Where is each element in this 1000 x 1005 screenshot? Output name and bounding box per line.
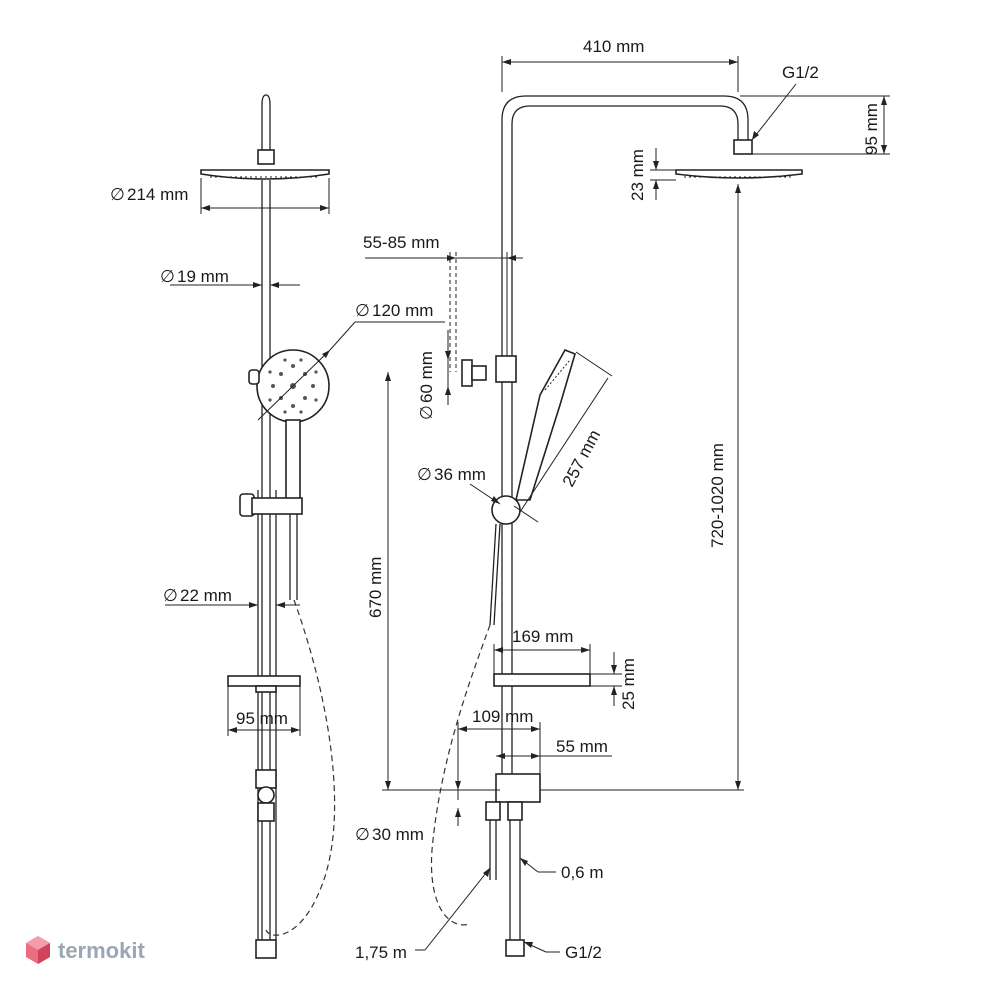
label-d30: 30 mm	[372, 825, 424, 844]
label-w109: 109 mm	[472, 707, 533, 726]
dia-symbol: ∅	[110, 185, 125, 204]
label-w410: 410 mm	[583, 37, 644, 56]
svg-text:∅: ∅	[417, 465, 432, 484]
side-shelf	[493, 673, 591, 687]
front-labels: ∅ 214 mm ∅ 19 mm ∅ 120 mm ∅ 22 mm 95 mm	[110, 185, 433, 728]
brand-logo: termokit	[26, 936, 145, 964]
svg-text:∅: ∅	[355, 825, 370, 844]
label-g12-bottom: G1/2	[565, 943, 602, 962]
label-h95: 95 mm	[862, 103, 881, 155]
side-hand-shower	[514, 348, 576, 501]
label-h720-1020: 720-1020 mm	[708, 443, 727, 548]
front-shelf-clamp	[255, 685, 277, 693]
side-arm-outer	[501, 95, 749, 790]
side-labels: 410 mm G1/2 95 mm 23 mm 55-85 mm ∅ 60 mm…	[355, 37, 881, 962]
side-bracket-arm	[471, 365, 487, 381]
side-head-connector	[733, 139, 753, 155]
front-mixer-bottom	[257, 802, 275, 822]
label-w55: 55 mm	[556, 737, 608, 756]
side-dimensions	[365, 56, 890, 953]
front-dimensions	[165, 178, 445, 736]
side-mixer-outlet-left	[485, 801, 501, 821]
logo-text: termokit	[58, 938, 145, 963]
svg-text:∅: ∅	[160, 267, 175, 286]
label-d120: 120 mm	[372, 301, 433, 320]
label-d19: 19 mm	[177, 267, 229, 286]
label-d214: 214 mm	[127, 185, 188, 204]
side-mixer	[495, 773, 541, 803]
svg-text:∅: ∅	[163, 586, 178, 605]
side-view	[430, 95, 803, 957]
front-hose	[265, 599, 336, 936]
side-hose-upper	[489, 523, 497, 626]
label-l257: 257 mm	[559, 427, 605, 490]
front-hand-handle	[285, 419, 301, 501]
label-h23: 23 mm	[628, 149, 647, 201]
front-mixer-top	[255, 769, 277, 789]
front-head-shower	[200, 169, 330, 180]
label-d60: 60 mm	[417, 351, 436, 403]
label-d36: 36 mm	[434, 465, 486, 484]
label-d22: 22 mm	[180, 586, 232, 605]
label-w95: 95 mm	[236, 709, 288, 728]
side-wall-connector	[505, 939, 525, 957]
label-w169: 169 mm	[512, 627, 573, 646]
front-slider	[251, 497, 303, 515]
side-mixer-outlet-right	[507, 801, 523, 821]
svg-text:∅: ∅	[417, 405, 436, 420]
label-r55-85: 55-85 mm	[363, 233, 440, 252]
side-wall-bracket	[461, 359, 473, 387]
svg-text:∅: ∅	[355, 301, 370, 320]
label-l06: 0,6 m	[561, 863, 604, 882]
front-mixer-knob	[257, 786, 275, 804]
side-head-shower	[675, 169, 803, 179]
label-h670: 670 mm	[366, 557, 385, 618]
side-bracket-clamp	[495, 355, 517, 383]
front-head-connector	[257, 149, 275, 165]
label-g12-top: G1/2	[782, 63, 819, 82]
side-hose	[430, 624, 491, 926]
front-shelf	[227, 675, 301, 687]
front-view	[200, 94, 336, 959]
side-arm-inner	[511, 105, 739, 790]
label-h25: 25 mm	[619, 658, 638, 710]
front-arm	[261, 94, 271, 151]
front-holder-upper	[248, 369, 260, 385]
label-l175: 1,75 m	[355, 943, 407, 962]
front-wall-connector	[255, 939, 277, 959]
